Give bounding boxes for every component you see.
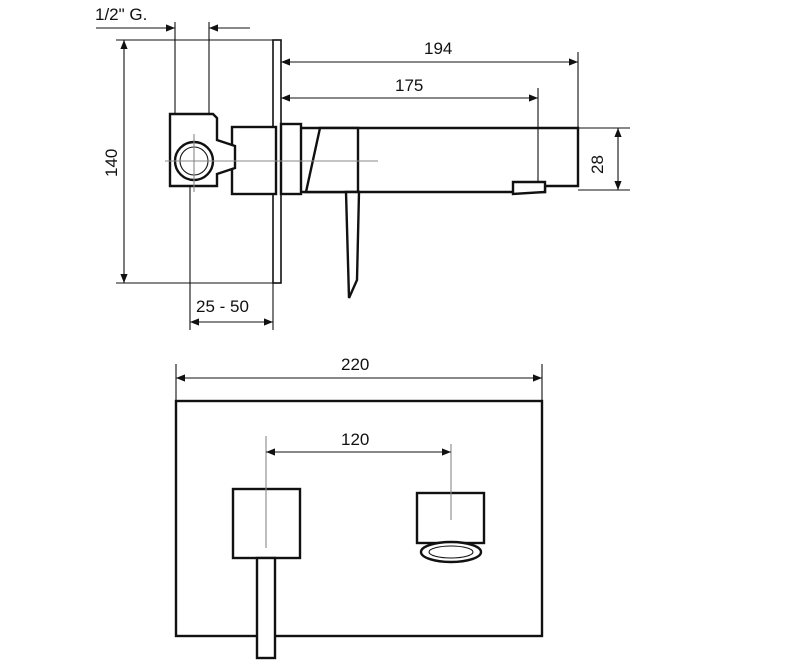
- spout-aerator-inner: [428, 545, 474, 559]
- spout-aerator: [419, 540, 483, 564]
- dim-spout-height-label: 28: [588, 155, 607, 174]
- dim-spout-height: 28: [578, 127, 630, 191]
- dim-axis-distance-label: 120: [341, 430, 369, 449]
- flange-collar: [279, 122, 303, 196]
- dim-wall-depth: 25 - 50: [189, 186, 274, 330]
- dim-total-length: 194: [281, 39, 579, 128]
- dim-thread-label: 1/2" G.: [95, 5, 147, 24]
- dim-thread: 1/2" G.: [95, 5, 250, 114]
- dim-height: 140: [102, 39, 273, 284]
- dim-spout-length-label: 175: [395, 76, 423, 95]
- spout-outlet: [511, 180, 547, 196]
- front-view: 220 120: [174, 355, 544, 660]
- dim-spout-length: 175: [281, 76, 539, 182]
- lever-arm-front: [255, 556, 277, 660]
- dim-total-length-label: 194: [424, 39, 452, 58]
- dim-axis-distance: 120: [266, 430, 451, 456]
- lever-arm: [344, 190, 361, 299]
- side-view: 1/2" G. 194 175 140 28: [95, 5, 630, 330]
- dim-wall-depth-label: 25 - 50: [196, 297, 249, 316]
- dim-plate-width-label: 220: [341, 355, 369, 374]
- dim-plate-width: 220: [175, 355, 543, 401]
- dim-height-label: 140: [102, 149, 121, 177]
